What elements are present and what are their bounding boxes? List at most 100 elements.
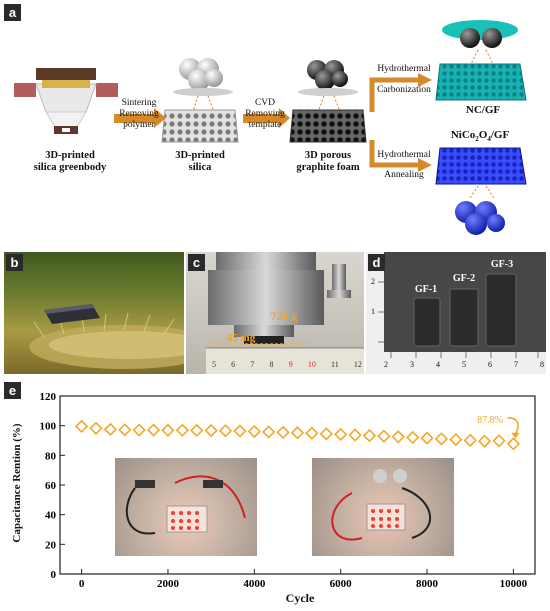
ruler-num: 10 xyxy=(307,360,316,369)
data-point xyxy=(161,423,175,437)
data-point xyxy=(391,430,405,444)
data-point xyxy=(290,426,305,440)
branch-arrow-top xyxy=(369,73,432,112)
nico-text: NiCo xyxy=(450,129,476,141)
data-point xyxy=(276,425,290,439)
branch-bottom-process: Hydrothermal xyxy=(377,150,431,160)
data-point xyxy=(463,433,477,447)
sample-mass-label: 45 mg xyxy=(226,332,256,344)
nico2o4-gf-illustration xyxy=(435,147,527,235)
x-axis-label: Cycle xyxy=(285,591,315,605)
data-point xyxy=(334,427,348,442)
greenbody-text: 3D-printed silica greenbody xyxy=(33,150,107,173)
ruler-num: 4 xyxy=(436,360,440,369)
annotation-arrow xyxy=(507,416,519,436)
y-tick-label: 20 xyxy=(45,539,57,551)
graphite-foam-text: 3D porous graphite foam xyxy=(296,150,360,173)
data-point xyxy=(247,424,261,439)
samples-illustration xyxy=(366,252,546,374)
ruler-num: 6 xyxy=(488,360,492,369)
data-point xyxy=(118,423,132,437)
load-label: 724 g xyxy=(270,309,298,323)
ruler-num: 12 xyxy=(353,360,362,369)
process-arrow-1 xyxy=(114,108,166,128)
data-point xyxy=(348,428,362,442)
y-tick-label: 60 xyxy=(45,480,57,492)
y-tick-label: 80 xyxy=(45,450,57,462)
ruler-left-1: 1 xyxy=(371,307,375,316)
branch-top-process: Hydrothermal xyxy=(377,64,431,74)
panel-label-b: b xyxy=(6,254,23,271)
data-point xyxy=(204,423,218,438)
panel-a: a xyxy=(0,0,550,245)
nc-gf-illustration xyxy=(435,20,527,101)
data-point xyxy=(146,423,161,437)
compression-test-illustration xyxy=(206,252,364,374)
data-point xyxy=(132,423,146,437)
x-tick-label: 6000 xyxy=(330,578,353,590)
ruler-num: 11 xyxy=(331,360,339,369)
led-circuit-right xyxy=(331,469,432,541)
nico-gf-text: /GF xyxy=(490,129,510,141)
panel-a-schematic xyxy=(14,20,527,235)
branch-arrow-bottom xyxy=(369,140,432,172)
panel-label-d: d xyxy=(368,254,385,271)
branch-top-process2: Carbonization xyxy=(377,85,431,95)
panel-c-photo: 724 g 45 mg 5 6 7 8 9 10 11 12 c xyxy=(186,252,364,374)
data-point xyxy=(262,425,276,439)
led-circuit-left xyxy=(125,475,246,535)
ruler-num: 6 xyxy=(231,360,236,369)
y-tick-label: 40 xyxy=(45,510,57,522)
data-point xyxy=(233,424,247,438)
led-photo-right xyxy=(312,458,454,556)
ruler-num: 8 xyxy=(269,360,274,369)
sample-label-gf2: GF-2 xyxy=(452,273,476,284)
data-point xyxy=(218,424,233,438)
nico-sub2: 4 xyxy=(487,135,491,144)
graphite-foam-illustration xyxy=(289,60,367,143)
panel-d-photo: GF-1 GF-2 GF-3 1 2 2 3 4 5 6 7 8 d xyxy=(366,252,546,374)
data-point xyxy=(406,430,420,445)
greenbody-illustration xyxy=(14,68,118,134)
step-label-cvd: CVD Removing template xyxy=(236,98,294,131)
data-point xyxy=(377,429,391,443)
data-point xyxy=(362,428,377,443)
ruler-bottom-numbers: 2 3 4 5 6 7 8 xyxy=(384,360,544,369)
silica-text: 3D-printed silica xyxy=(175,150,225,173)
x-tick-label: 0 xyxy=(79,578,85,590)
ruler-num: 2 xyxy=(384,360,388,369)
data-point xyxy=(449,432,463,447)
x-tick-label: 8000 xyxy=(416,578,439,590)
ruler-numbers: 5 6 7 8 9 10 11 12 xyxy=(212,360,362,369)
data-point xyxy=(477,434,492,448)
x-tick-label: 10000 xyxy=(500,578,528,590)
sintering-text: Sintering Removing polymer xyxy=(119,98,159,130)
y-axis-label: Capacitance Rention (%) xyxy=(11,423,23,543)
ruler-num: 8 xyxy=(540,360,544,369)
cvd-text: CVD Removing template xyxy=(245,98,285,130)
x-tick-label: 2000 xyxy=(157,578,180,590)
data-point xyxy=(492,434,506,448)
panel-label-e: e xyxy=(4,382,21,399)
ruler-num: 5 xyxy=(212,360,216,369)
panel-label-c: c xyxy=(188,254,205,271)
step-label-sintering: Sintering Removing polymer xyxy=(110,98,168,131)
led-photo-left xyxy=(115,458,257,556)
retention-annotation: 87.8% xyxy=(477,415,503,426)
data-point xyxy=(420,431,434,445)
branch-bottom-process2: Annealing xyxy=(384,170,424,180)
product-nico2o4-gf: NiCo2O4/GF xyxy=(440,129,520,145)
x-tick-label: 4000 xyxy=(243,578,266,590)
silica-illustration xyxy=(161,58,239,143)
data-point xyxy=(175,423,189,437)
stage-label-silica: 3D-printed silica xyxy=(155,150,245,174)
annotation-arrowhead xyxy=(511,432,520,439)
data-point xyxy=(103,422,118,437)
product-nc-gf: NC/GF xyxy=(465,104,501,116)
y-tick-label: 100 xyxy=(40,421,57,433)
data-point xyxy=(89,421,103,435)
ruler-num: 9 xyxy=(288,360,293,369)
sample-label-gf3: GF-3 xyxy=(490,259,514,270)
nico-o-text: O xyxy=(478,129,488,141)
